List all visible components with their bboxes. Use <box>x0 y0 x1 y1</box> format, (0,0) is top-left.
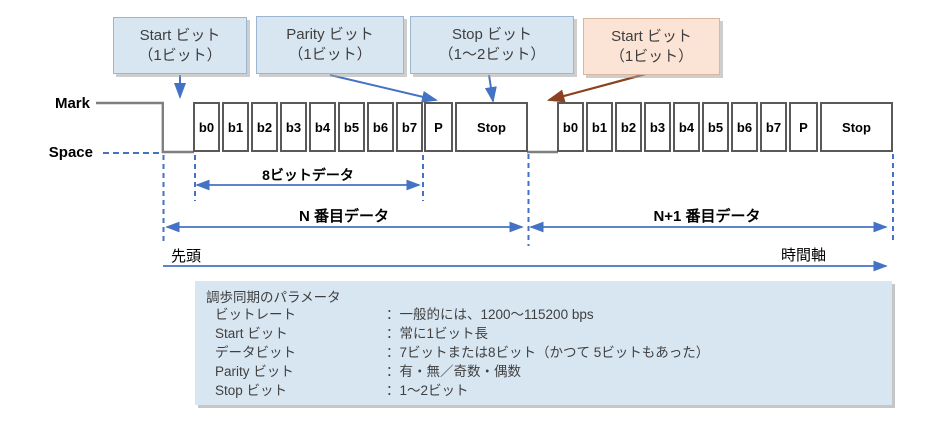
callout-arrow-stop-bit <box>484 74 497 103</box>
param-label: データビット <box>215 345 296 360</box>
param-row: Parity ビット ：有・無／奇数・偶数 <box>215 362 884 381</box>
bit-cell: b5 <box>338 102 365 152</box>
param-label: Start ビット <box>215 326 288 341</box>
bit-cell: b2 <box>251 102 278 152</box>
bit-cell: b4 <box>309 102 336 152</box>
callout-line: Start ビット <box>611 27 692 45</box>
bit-cell: b4 <box>673 102 700 152</box>
param-row: Stop ビット ：1〜2ビット <box>215 381 884 400</box>
bit-cell: b0 <box>557 102 584 152</box>
label-head: 先頭 <box>171 248 202 265</box>
label-frame-n-plus-1: N+1 番目データ <box>653 208 761 225</box>
param-value: ：1〜2ビット <box>386 383 469 398</box>
bit-cell: b3 <box>644 102 671 152</box>
frame1-stop-cell: Stop <box>455 102 528 152</box>
callout-stop-bit: Stop ビット （1〜2ビット） <box>410 16 574 74</box>
callout-start-bit-1: Start ビット （1ビット） <box>113 17 247 74</box>
label-time-axis: 時間軸 <box>781 247 827 264</box>
bit-cell: b1 <box>222 102 249 152</box>
callout-line: （1ビット） <box>288 46 372 63</box>
param-label: Stop ビット <box>215 383 288 398</box>
mark-label: Mark <box>54 95 90 112</box>
param-value: ：一般的には、1200〜115200 bps <box>386 307 594 322</box>
param-label: Parity ビット <box>215 364 294 379</box>
callout-line: Stop ビット <box>451 26 533 44</box>
param-row: ビットレート ：一般的には、1200〜115200 bps <box>215 305 884 324</box>
callout-line: （1ビット） <box>138 46 222 64</box>
bit-cell: b0 <box>193 102 220 152</box>
bit-cell: b1 <box>586 102 613 152</box>
bit-cell: b7 <box>396 102 423 152</box>
bit-cell: b7 <box>760 102 787 152</box>
panel-title: 調歩同期のパラメータ <box>206 290 341 305</box>
callout-line: （1ビット） <box>609 47 694 65</box>
bit-cell: b5 <box>702 102 729 152</box>
async-parameters-panel: 調歩同期のパラメータ ビットレート ：一般的には、1200〜115200 bps… <box>195 281 892 405</box>
frame2-parity-cell: P <box>789 102 818 152</box>
frame1-parity-cell: P <box>424 102 453 152</box>
callout-arrow-start-bit-2 <box>546 72 647 103</box>
param-value: ：有・無／奇数・偶数 <box>386 364 521 379</box>
space-label: Space <box>48 144 93 161</box>
frame2-data-bits: b0 b1 b2 b3 b4 b5 b6 b7 <box>557 102 787 152</box>
callout-line: Start ビット <box>139 26 221 44</box>
callout-line: Parity ビット <box>286 26 374 44</box>
panel-rows: ビットレート ：一般的には、1200〜115200 bps Start ビット … <box>215 305 884 400</box>
callout-parity-bit: Parity ビット （1ビット） <box>256 16 404 74</box>
param-value: ：7ビットまたは8ビット（かつて 5ビットもあった） <box>386 345 710 360</box>
bit-cell: b6 <box>731 102 758 152</box>
callout-start-bit-2: Start ビット （1ビット） <box>583 18 720 75</box>
param-label: ビットレート <box>215 307 296 322</box>
label-frame-n: N 番目データ <box>298 208 389 225</box>
frame1-data-bits: b0 b1 b2 b3 b4 b5 b6 b7 <box>193 102 423 152</box>
frame2-stop-cell: Stop <box>820 102 893 152</box>
label-8bit-data: 8ビットデータ <box>262 167 354 183</box>
waveform-start-bit-1 <box>96 101 194 154</box>
bit-cell: b3 <box>280 102 307 152</box>
param-value: ：常に1ビット長 <box>386 326 489 341</box>
param-row: Start ビット ：常に1ビット長 <box>215 324 884 343</box>
bit-cell: b6 <box>367 102 394 152</box>
param-row: データビット ：7ビットまたは8ビット（かつて 5ビットもあった） <box>215 343 884 362</box>
callout-line: （1〜2ビット） <box>438 46 546 63</box>
callout-arrow-parity-bit <box>329 74 438 103</box>
bit-cell: b2 <box>615 102 642 152</box>
